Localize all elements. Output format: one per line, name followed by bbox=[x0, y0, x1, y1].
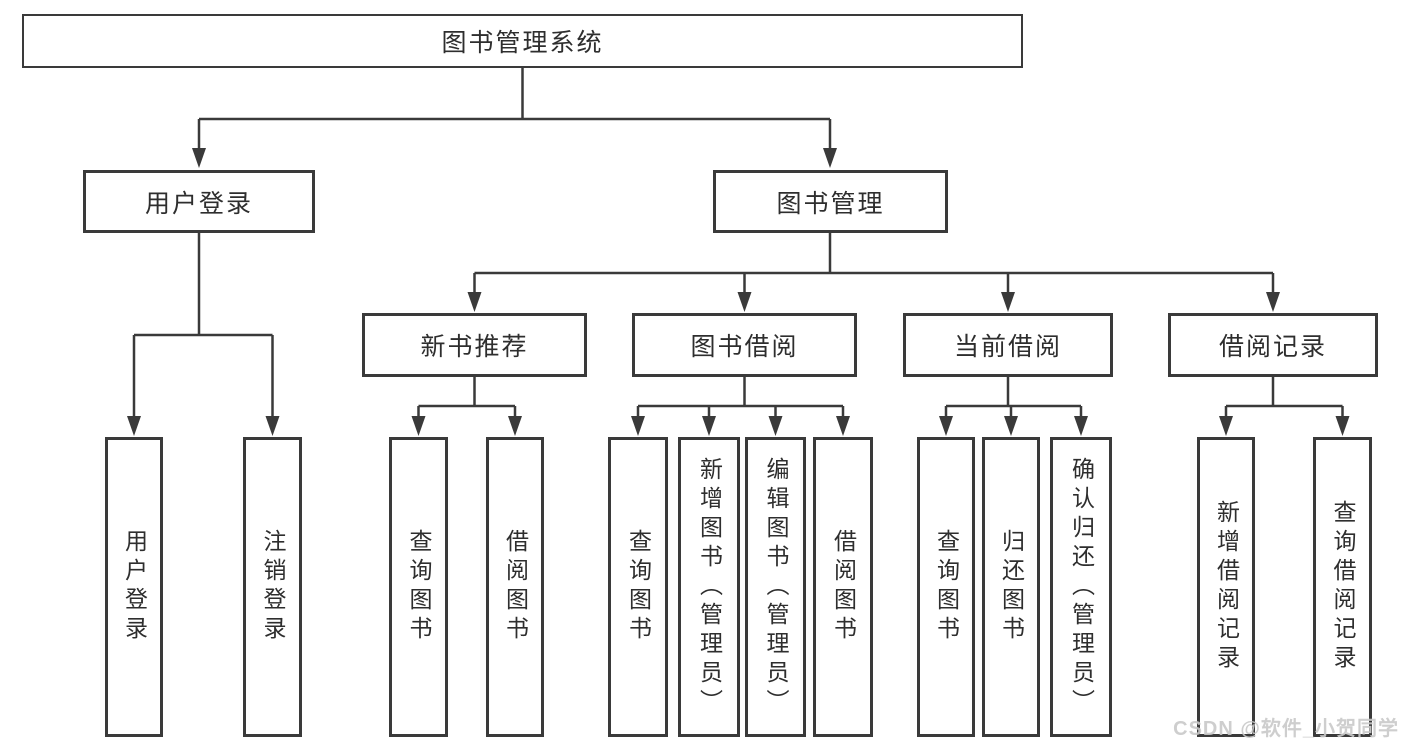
arrowhead-icon bbox=[192, 148, 206, 168]
edge-records-to-children bbox=[1224, 377, 1344, 418]
edge-root-to-level2 bbox=[197, 68, 832, 150]
edge-bookmgmt-to-level3 bbox=[473, 233, 1275, 294]
node-label: 查询图书 bbox=[406, 529, 432, 645]
edge-userlogin-to-children bbox=[132, 233, 274, 418]
arrowhead-icon bbox=[702, 416, 716, 436]
node-label: 确认归还（管理员） bbox=[1068, 456, 1095, 718]
arrowhead-icon bbox=[823, 148, 837, 168]
arrowhead-icon bbox=[836, 416, 850, 436]
node-confirm-return-admin: 确认归还（管理员） bbox=[1050, 437, 1112, 737]
node-query-books-current: 查询图书 bbox=[917, 437, 975, 737]
node-label: 用户登录 bbox=[121, 529, 148, 645]
node-label: 新书推荐 bbox=[420, 333, 529, 361]
node-logout: 注销登录 bbox=[243, 437, 302, 737]
node-label: 新增图书（管理员） bbox=[696, 456, 723, 718]
node-query-books-recommend: 查询图书 bbox=[389, 437, 448, 737]
arrowhead-icon bbox=[1266, 292, 1280, 312]
arrowhead-icon bbox=[737, 292, 752, 312]
arrowhead-icon bbox=[265, 416, 280, 436]
arrowhead-icon bbox=[508, 416, 522, 436]
node-borrow-records: 借阅记录 bbox=[1168, 313, 1378, 377]
node-book-borrow: 图书借阅 bbox=[632, 313, 857, 377]
arrowhead-icon bbox=[411, 416, 426, 436]
node-label: 查询图书 bbox=[933, 529, 960, 645]
arrowhead-icon bbox=[939, 416, 953, 436]
watermark: CSDN @软件_小贺同学 bbox=[1173, 718, 1399, 740]
edge-bookborrow-to-children bbox=[636, 377, 845, 418]
arrowhead-icon bbox=[631, 416, 645, 436]
node-label: 当前借阅 bbox=[953, 333, 1062, 361]
arrowhead-icon bbox=[127, 416, 141, 436]
arrowhead-icon bbox=[467, 292, 482, 312]
arrowhead-icon bbox=[768, 416, 783, 436]
node-edit-book-admin: 编辑图书（管理员） bbox=[745, 437, 806, 737]
node-label: 用户登录 bbox=[144, 189, 253, 218]
node-add-borrow-record: 新增借阅记录 bbox=[1197, 437, 1255, 737]
node-label: 图书管理 bbox=[776, 189, 885, 218]
node-borrow-books: 借阅图书 bbox=[813, 437, 873, 737]
node-label: 借阅图书 bbox=[830, 529, 857, 645]
arrowhead-icon bbox=[1219, 416, 1233, 436]
node-label: 借阅记录 bbox=[1218, 333, 1327, 361]
node-query-books-borrow: 查询图书 bbox=[608, 437, 668, 737]
arrowhead-icon bbox=[1004, 416, 1018, 436]
node-root: 图书管理系统 bbox=[22, 14, 1023, 68]
node-label: 查询图书 bbox=[625, 529, 652, 645]
node-book-management: 图书管理 bbox=[713, 170, 948, 233]
node-login: 用户登录 bbox=[105, 437, 163, 737]
edge-newbook-to-children bbox=[417, 377, 517, 418]
node-label: 图书借阅 bbox=[690, 333, 799, 361]
arrowhead-icon bbox=[1001, 292, 1015, 312]
edge-currentborrow-to-children bbox=[944, 377, 1083, 418]
node-borrow-books-recommend: 借阅图书 bbox=[486, 437, 544, 737]
node-return-book: 归还图书 bbox=[982, 437, 1040, 737]
node-current-borrow: 当前借阅 bbox=[903, 313, 1113, 377]
node-user-login: 用户登录 bbox=[83, 170, 315, 233]
arrowhead-icon bbox=[1074, 416, 1088, 436]
node-label: 图书管理系统 bbox=[441, 29, 604, 57]
node-query-borrow-record: 查询借阅记录 bbox=[1313, 437, 1372, 737]
node-new-book-recommend: 新书推荐 bbox=[362, 313, 587, 377]
node-label: 注销登录 bbox=[260, 529, 286, 645]
node-label: 编辑图书（管理员） bbox=[763, 456, 789, 718]
node-add-book-admin: 新增图书（管理员） bbox=[678, 437, 740, 737]
node-label: 新增借阅记录 bbox=[1213, 500, 1240, 674]
node-label: 归还图书 bbox=[998, 529, 1025, 645]
node-label: 借阅图书 bbox=[502, 529, 529, 645]
node-label: 查询借阅记录 bbox=[1330, 500, 1356, 674]
arrowhead-icon bbox=[1335, 416, 1350, 436]
